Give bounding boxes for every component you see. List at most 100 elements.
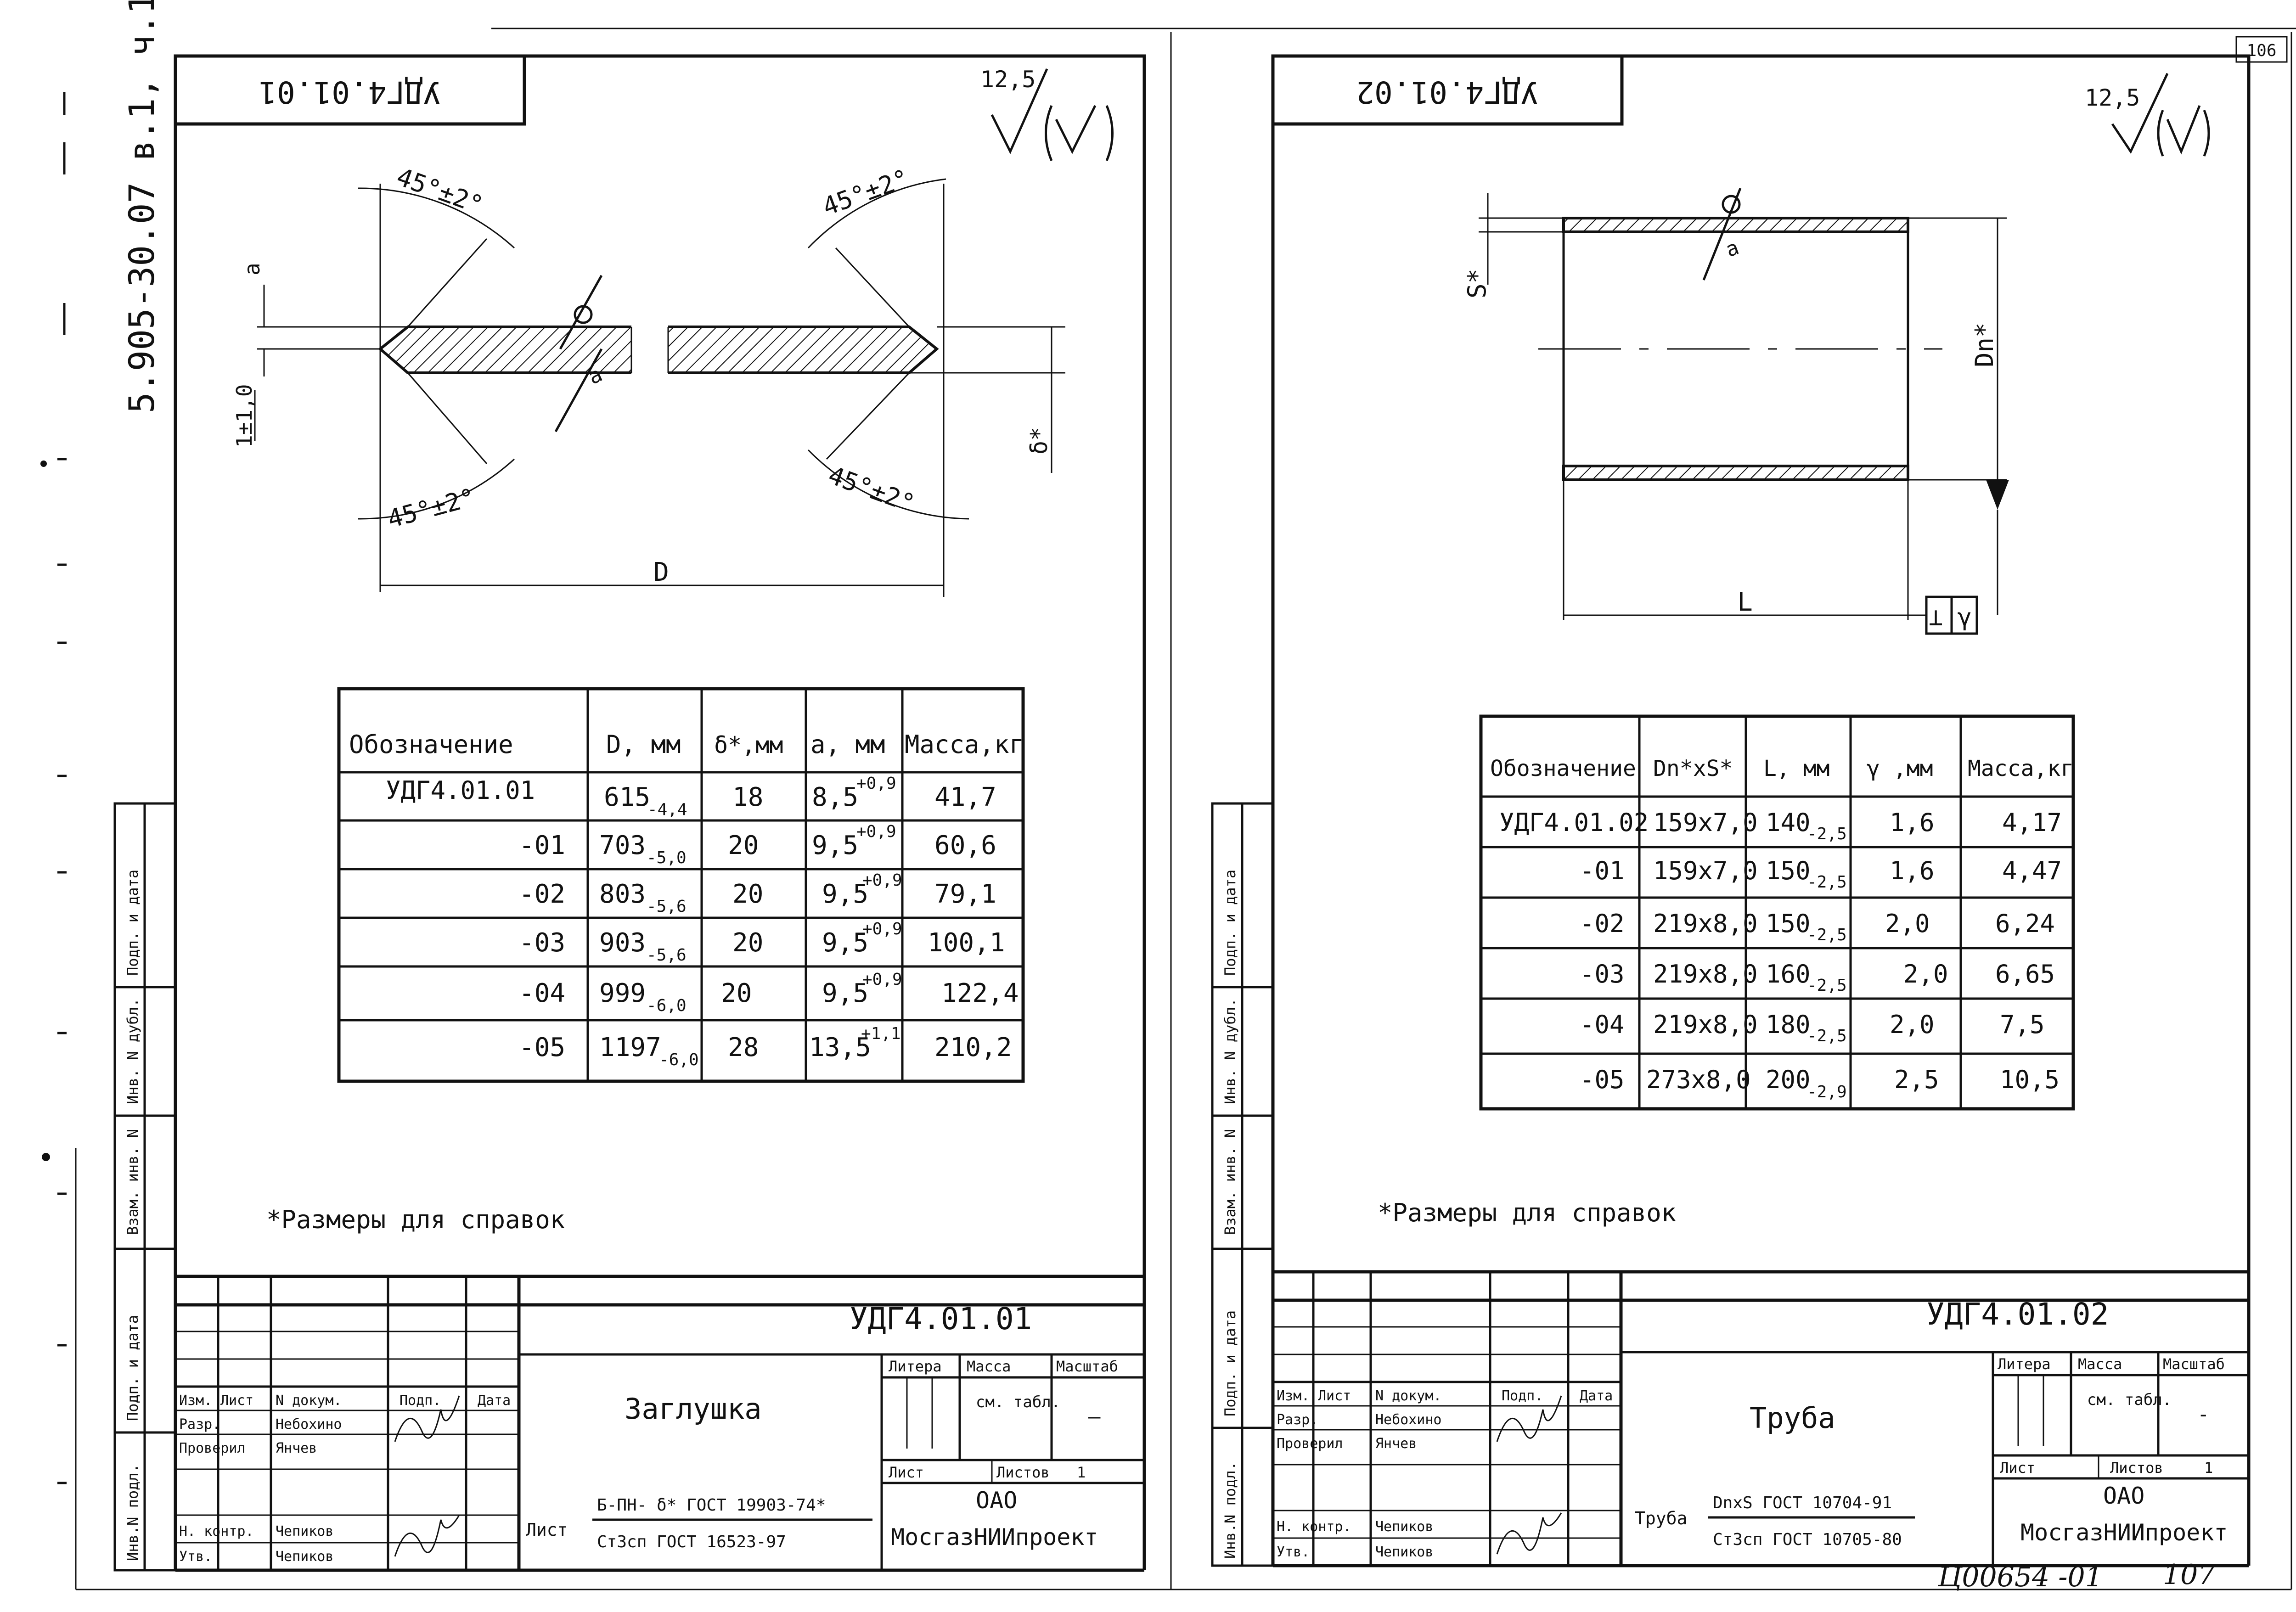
right-sheet: УДГ4.01.02 12,5 S* Dn* L ⊥ γ	[1211, 54, 2251, 1567]
margin-label: Подп. и дата	[124, 870, 141, 976]
right-title-name: Труба	[1750, 1401, 1835, 1435]
corner-number: 106	[2246, 41, 2276, 60]
row-mass: 6,65	[1995, 960, 2055, 989]
row-gamma: 2,0	[1903, 960, 1948, 989]
row-dns: 219x8,0	[1653, 960, 1758, 989]
row-mass: 7,5	[2000, 1010, 2045, 1039]
row-d: 803	[599, 879, 646, 909]
row-d: 903	[599, 928, 646, 958]
svg-text:Утв.: Утв.	[179, 1549, 212, 1565]
dim-D-label: D	[653, 557, 669, 587]
margin-label: Подп. и дата	[1221, 870, 1239, 976]
right-spec-table: Обозначение Dn*xS* L, мм γ ,мм Масса,кг …	[1479, 714, 2075, 1111]
left-spec-table: Обозначение D, мм δ*,мм a, мм Масса,кг У…	[337, 687, 1025, 1083]
right-note: *Размеры для справок	[1378, 1198, 1676, 1227]
svg-text:12,5: 12,5	[980, 66, 1035, 93]
left-note: *Размеры для справок	[266, 1205, 565, 1234]
col-header-mass: Масса,кг	[905, 730, 1024, 759]
row-l-tol: -2,5	[1807, 825, 1847, 843]
svg-text:Изм.: Изм.	[179, 1393, 212, 1409]
row-designation: УДГ4.01.02	[1499, 808, 1649, 837]
row-mass: 41,7	[934, 782, 996, 812]
col-header-dns: Dn*xS*	[1653, 756, 1733, 781]
row-d: 615	[604, 782, 650, 812]
svg-text:Небохино: Небохино	[1375, 1412, 1442, 1428]
svg-text:12,5: 12,5	[2085, 84, 2140, 111]
row-gamma: 1,6	[1890, 856, 1935, 885]
svg-text:МосгазНИИпроект: МосгазНИИпроект	[2020, 1519, 2228, 1546]
pipe-wall-bottom	[1562, 465, 1909, 481]
row-d: 1197	[599, 1033, 661, 1062]
right-weld-mark: a	[1722, 236, 1742, 262]
margin-label: Инв.N подл.	[1221, 1461, 1239, 1559]
col-header-delta: δ*,мм	[714, 732, 783, 758]
row-designation: -01	[1580, 856, 1625, 885]
row-a: 9,5	[822, 978, 868, 1008]
row-dns: 219x8,0	[1653, 1010, 1758, 1039]
row-d-tol: -6,0	[659, 1050, 699, 1069]
margin-ticks	[40, 92, 67, 1484]
svg-text:Труба: Труба	[1635, 1508, 1687, 1528]
margin-label: Инв. N дубл.	[124, 998, 141, 1104]
row-a-tol: +0,9	[856, 774, 896, 793]
svg-text:Лист: Лист	[2000, 1459, 2035, 1477]
row-a-tol: +0,9	[856, 822, 896, 841]
dim-L-label: L	[1737, 587, 1753, 617]
row-gamma: 1,6	[1890, 808, 1935, 837]
row-d: 999	[599, 978, 646, 1008]
row-d-tol: -4,4	[647, 800, 687, 819]
row-designation: -02	[519, 879, 565, 909]
svg-text:Ст3сп ГОСТ 16523-97: Ст3сп ГОСТ 16523-97	[597, 1533, 786, 1551]
left-title-name: Заглушка	[625, 1392, 762, 1426]
svg-text:Ст3сп ГОСТ 10705-80: Ст3сп ГОСТ 10705-80	[1713, 1530, 1902, 1549]
col-header-a: a, мм	[810, 730, 885, 759]
row-designation: -04	[1580, 1010, 1625, 1039]
row-mass: 79,1	[934, 879, 996, 909]
margin-label: Взам. инв. N	[1221, 1129, 1239, 1235]
row-dns: 273x8,0	[1646, 1065, 1751, 1094]
col-header-d: D, мм	[606, 730, 681, 759]
col-header-designation: Обозначение	[1490, 756, 1636, 781]
svg-text:Небохино: Небохино	[276, 1416, 342, 1432]
side-reference: 5.905-30.07 в.1, ч.1	[121, 0, 162, 413]
row-l: 180	[1766, 1010, 1811, 1039]
svg-text:Янчев: Янчев	[276, 1440, 317, 1456]
svg-text:N докум.: N докум.	[1375, 1388, 1442, 1404]
svg-text:Подп.: Подп.	[400, 1393, 441, 1409]
row-l: 160	[1766, 960, 1811, 989]
row-l-tol: -2,9	[1807, 1083, 1847, 1101]
svg-text:Лист: Лист	[889, 1464, 924, 1481]
row-mass: 100,1	[928, 928, 1005, 958]
row-l: 140	[1766, 808, 1811, 837]
row-mass: 4,47	[2002, 856, 2062, 885]
col-header-mass: Масса,кг	[1968, 756, 2074, 781]
svg-text:Утв.: Утв.	[1277, 1544, 1310, 1560]
row-designation: -03	[1580, 960, 1625, 989]
dim-a-label: a	[240, 263, 264, 275]
row-dns: 159x7,0	[1653, 808, 1758, 837]
right-title-block: Изм. Лист N докум. Подп. Дата Разр. Небо…	[1273, 1270, 2249, 1566]
row-l: 150	[1766, 856, 1811, 885]
svg-text:Разр.: Разр.	[1277, 1412, 1318, 1428]
svg-text:N докум.: N докум.	[276, 1393, 342, 1409]
svg-text:Б-ПН- δ* ГОСТ 19903-74*: Б-ПН- δ* ГОСТ 19903-74*	[597, 1496, 826, 1515]
row-designation: -05	[1580, 1065, 1625, 1094]
row-mass: 210,2	[934, 1033, 1012, 1062]
corner-number-box	[2235, 36, 2288, 63]
left-sheet: УДГ4.01.01 12,5 45°±2°	[113, 54, 1146, 1572]
svg-text:Масса: Масса	[2078, 1355, 2122, 1373]
svg-text:Дата: Дата	[478, 1393, 511, 1409]
row-designation: -02	[1580, 909, 1625, 938]
angle-label-top-left: 45°±2°	[393, 162, 487, 220]
row-d-tol: -6,0	[647, 996, 687, 1015]
footer-code: Ц00654 -01	[1937, 1561, 2103, 1593]
dim-thickness-label: 1±1,0	[232, 384, 257, 448]
signature	[1496, 1395, 1562, 1442]
row-gamma: 2,0	[1885, 909, 1930, 938]
angle-label-top-right: 45°±2°	[819, 163, 913, 221]
row-dns: 219x8,0	[1653, 909, 1758, 938]
row-mass: 6,24	[1995, 909, 2055, 938]
col-header-l: L, мм	[1763, 756, 1830, 781]
svg-text:–: –	[1088, 1405, 1101, 1428]
